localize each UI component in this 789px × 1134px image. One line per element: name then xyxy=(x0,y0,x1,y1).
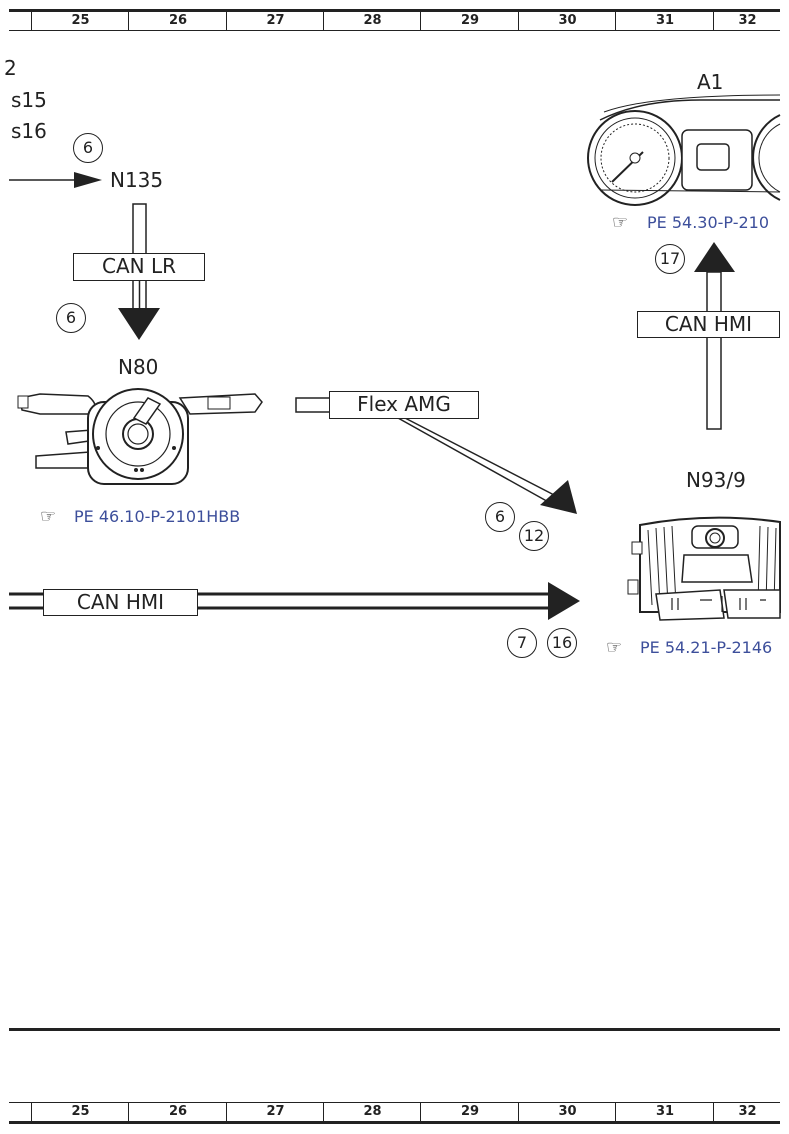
instrument-cluster-drawing xyxy=(587,94,781,206)
bottom-column-ruler: 25 26 27 28 29 30 31 32 xyxy=(9,1102,780,1124)
steering-column-module-drawing xyxy=(17,388,263,485)
pointing-hand-icon: ☞ xyxy=(606,637,623,658)
component-label-n93-9: N93/9 xyxy=(686,468,746,492)
component-label-n80: N80 xyxy=(118,355,159,379)
partial-label: s16 xyxy=(11,119,47,143)
circle-number: 12 xyxy=(519,521,549,551)
ruler-cell: 32 xyxy=(713,12,781,30)
ruler-cell: 29 xyxy=(420,12,519,30)
ruler-cell: 25 xyxy=(31,12,129,30)
ruler-cell: 30 xyxy=(518,12,616,30)
arrow-can-hmi-bottom xyxy=(548,582,580,620)
reference-link-n80[interactable]: PE 46.10-P-2101HBB xyxy=(74,507,241,526)
circle-number: 17 xyxy=(655,244,685,274)
control-unit-drawing xyxy=(627,516,781,621)
reference-link-n93-9[interactable]: PE 54.21-P-2146 xyxy=(640,638,773,657)
arrow-to-n80 xyxy=(118,308,160,340)
ruler-cell: 28 xyxy=(323,1103,421,1121)
top-column-ruler: 25 26 27 28 29 30 31 32 xyxy=(9,9,780,31)
circle-number: 6 xyxy=(56,303,86,333)
ruler-cell: 25 xyxy=(31,1103,129,1121)
circle-number: 16 xyxy=(547,628,577,658)
ruler-cell: 27 xyxy=(226,12,324,30)
circle-number: 6 xyxy=(485,502,515,532)
ruler-cell: 28 xyxy=(323,12,421,30)
arrow-to-a1 xyxy=(694,242,735,272)
arrow-to-n135 xyxy=(74,172,102,188)
section-divider xyxy=(9,1028,780,1031)
component-label-a1: A1 xyxy=(697,70,724,94)
ruler-cell: 31 xyxy=(615,1103,714,1121)
partial-label: s15 xyxy=(11,88,47,112)
ruler-cell-partial xyxy=(9,1103,31,1121)
circle-number: 7 xyxy=(507,628,537,658)
bus-label-can-hmi: CAN HMI xyxy=(637,311,780,338)
bus-label-can-lr: CAN LR xyxy=(73,253,205,281)
bus-label-can-hmi: CAN HMI xyxy=(43,589,198,616)
ruler-cell: 30 xyxy=(518,1103,616,1121)
component-label-n135: N135 xyxy=(110,168,164,192)
ruler-cell: 27 xyxy=(226,1103,324,1121)
reference-link-a1[interactable]: PE 54.30-P-210 xyxy=(647,213,770,232)
ruler-cell: 26 xyxy=(128,1103,227,1121)
circle-number: 6 xyxy=(73,133,103,163)
bus-label-flex-amg: Flex AMG xyxy=(329,391,479,419)
ruler-cell: 26 xyxy=(128,12,227,30)
ruler-cell: 32 xyxy=(713,1103,781,1121)
arrow-to-n93-9 xyxy=(540,480,577,514)
partial-label: 2 xyxy=(4,56,17,80)
ruler-cell: 31 xyxy=(615,12,714,30)
pointing-hand-icon: ☞ xyxy=(612,212,629,233)
ruler-cell: 29 xyxy=(420,1103,519,1121)
pointing-hand-icon: ☞ xyxy=(40,506,57,527)
